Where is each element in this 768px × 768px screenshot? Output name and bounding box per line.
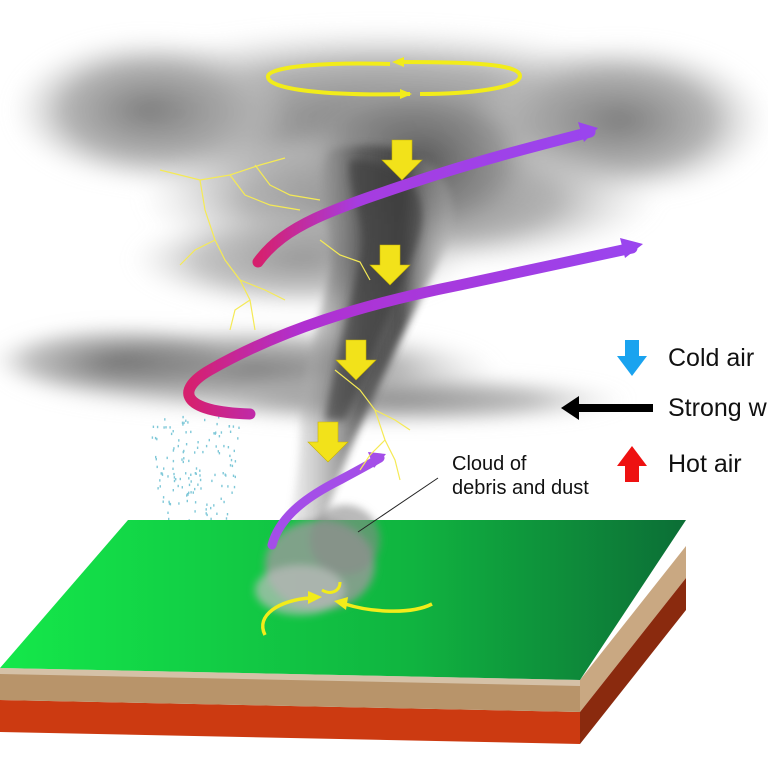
legend-hot-air-label: Hot air	[668, 449, 742, 478]
down-arrow-icon	[610, 338, 654, 378]
up-arrow-icon	[610, 444, 654, 484]
debris-annotation-line1: Cloud of	[452, 453, 527, 475]
top-rotation-icon	[266, 57, 523, 99]
ground-rotation-icon	[261, 581, 433, 636]
legend-hot-air: Hot air	[610, 444, 742, 484]
legend-strong-wind: Strong w	[560, 388, 767, 428]
left-arrow-icon	[560, 388, 654, 428]
ground-block	[0, 520, 686, 744]
spiral-wind	[183, 122, 643, 550]
legend-cold-air: Cold air	[610, 338, 754, 378]
cold-air-arrows	[307, 139, 423, 463]
lightning	[159, 157, 411, 481]
debris-cloud	[255, 505, 380, 615]
debris-annotation-line2: debris and dust	[452, 477, 589, 499]
legend-cold-air-label: Cold air	[668, 343, 755, 372]
debris-leader-line	[357, 477, 439, 533]
debris-annotation: Cloud of debris and dust	[452, 452, 589, 500]
legend-strong-wind-label: Strong w	[668, 393, 767, 422]
